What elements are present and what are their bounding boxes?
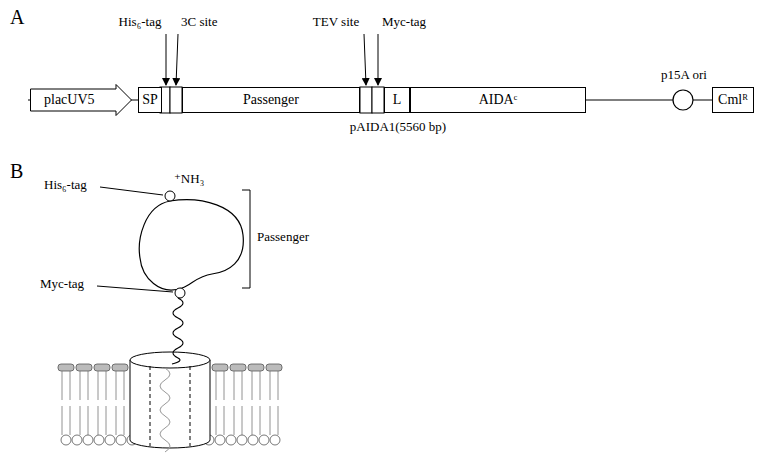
box-text: AIDAᶜ <box>479 92 518 107</box>
panel-letter: A <box>10 6 24 29</box>
linker-box: L <box>384 87 410 113</box>
domain-label: Passenger <box>257 230 309 245</box>
panel-letter: B <box>10 160 23 183</box>
translocator-box: AIDAᶜ <box>410 87 586 113</box>
bracket <box>242 190 250 288</box>
3c-cell <box>170 87 182 113</box>
site-label: 3C site <box>181 15 217 30</box>
linker <box>172 298 183 364</box>
passenger-box: Passenger <box>182 87 360 113</box>
tag-label: His₆-tag <box>44 178 87 193</box>
plasmid-name: pAIDA1(5560 bp) <box>350 120 446 135</box>
leader-arrow <box>364 34 366 85</box>
tag-label: Myc-tag <box>40 277 84 292</box>
tev-cell <box>360 87 372 113</box>
origin-label: p15A ori <box>661 68 707 83</box>
leader-arrow <box>166 34 167 85</box>
myc-tag-bead <box>175 288 185 298</box>
passenger-blob <box>139 200 243 290</box>
box-text: L <box>393 92 402 107</box>
beta-barrel <box>130 352 210 452</box>
ori-circle <box>673 90 693 110</box>
box-text: SP <box>142 92 158 107</box>
box-text: placUV5 <box>44 92 95 107</box>
signal-peptide-box: SP <box>138 87 162 113</box>
resistance-box: Cmlᴿ <box>712 87 754 113</box>
tag-label: His₆-tag <box>119 15 162 30</box>
tag-label: Myc-tag <box>382 15 426 30</box>
leader-line <box>97 286 173 292</box>
terminus-label: ⁺NH₃ <box>174 172 204 187</box>
box-text: Cmlᴿ <box>718 92 748 107</box>
promoter-arrow: placUV5 <box>30 84 132 116</box>
site-label: TEV site <box>313 15 359 30</box>
box-text: Passenger <box>243 92 299 107</box>
leader-line <box>100 187 163 195</box>
his-tag-bead <box>165 191 175 201</box>
myc-cell <box>372 87 384 113</box>
leader-arrow <box>176 34 178 85</box>
leader-arrow <box>378 34 379 85</box>
